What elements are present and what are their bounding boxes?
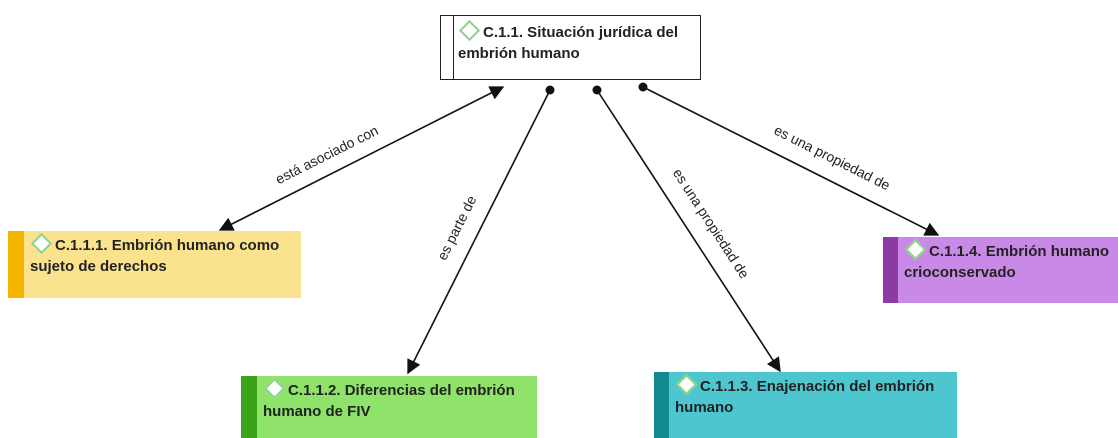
edge-label-asociado: está asociado con: [273, 122, 381, 187]
concept-node-1[interactable]: C.1.1.1. Embrión humano como sujeto de d…: [8, 231, 301, 298]
node-title: C.1.1.4. Embrión humano crioconservado: [904, 243, 1110, 281]
root-node-title: C.1.1. Situación jurídica del embrión hu…: [458, 24, 679, 62]
diamond-icon: [458, 19, 481, 42]
edge-label-parte: es parte de: [434, 193, 480, 263]
edge-start-dot: [592, 85, 602, 95]
edge-line-propiedad-1[interactable]: [596, 89, 781, 373]
node-accent-bar: [8, 231, 24, 298]
diamond-icon: [675, 373, 698, 396]
node-accent-bar: [883, 237, 898, 303]
node-title: C.1.1.3. Enajenación del embrión humano: [675, 378, 935, 416]
root-concept-node[interactable]: C.1.1. Situación jurídica del embrión hu…: [440, 15, 701, 80]
concept-node-2[interactable]: C.1.1.2. Diferencias del embrión humano …: [241, 376, 537, 438]
edge-line-parte[interactable]: [407, 89, 551, 375]
concept-node-3[interactable]: C.1.1.3. Enajenación del embrión humano: [654, 372, 957, 438]
root-node-bar: [441, 16, 454, 79]
edge-line-asociado[interactable]: [218, 86, 505, 231]
node-accent-bar: [241, 376, 257, 438]
diamond-icon: [30, 232, 53, 255]
edge-start-dot: [638, 82, 648, 92]
node-title: C.1.1.1. Embrión humano como sujeto de d…: [30, 237, 280, 275]
edge-start-dot: [545, 85, 555, 95]
edge-label-propiedad-1: es una propiedad de: [670, 165, 753, 281]
node-accent-bar: [654, 372, 669, 438]
concept-node-4[interactable]: C.1.1.4. Embrión humano crioconservado: [883, 237, 1118, 303]
diamond-icon: [904, 238, 927, 261]
node-title: C.1.1.2. Diferencias del embrión humano …: [263, 382, 515, 420]
edge-line-propiedad-2[interactable]: [642, 86, 940, 236]
diamond-icon: [263, 377, 286, 400]
